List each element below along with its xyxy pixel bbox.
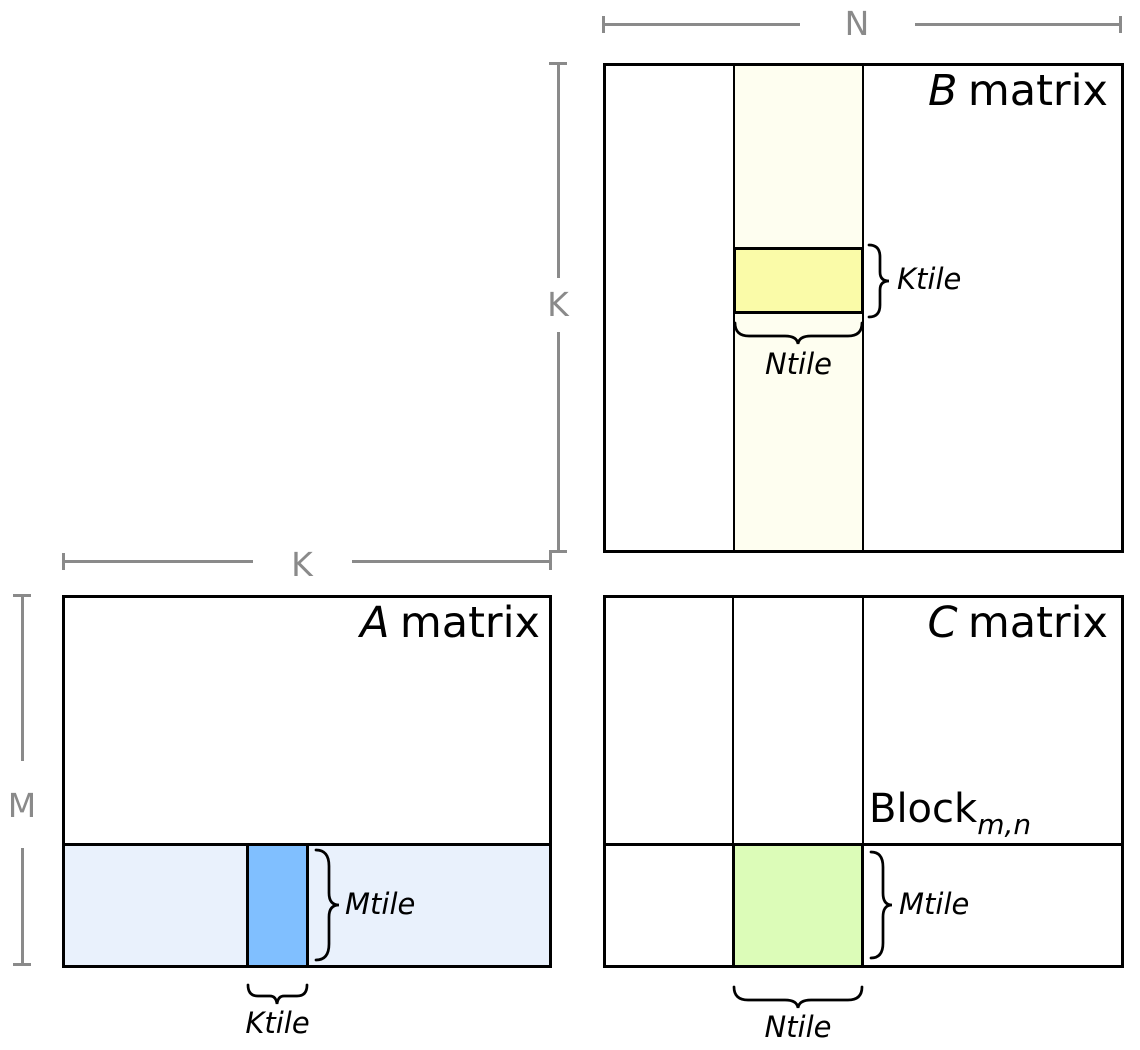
b-ktile-tile: [733, 247, 864, 314]
dim-m-bottom-segment: [21, 848, 24, 966]
c-block-subscript: m,n: [977, 808, 1032, 841]
dim-n-left-segment: [603, 23, 800, 26]
b-matrix-title-word: matrix: [967, 66, 1108, 116]
dim-n-right-tick: [1119, 16, 1122, 33]
dim-m-top-segment: [21, 595, 24, 761]
dim-kb-bottom-tick: [549, 550, 567, 553]
c-ntile-label: Ntile: [764, 1010, 832, 1044]
dim-m-label: M: [7, 786, 37, 825]
dim-n-right-segment: [915, 23, 1122, 26]
dim-ka-left-segment: [63, 560, 253, 563]
dim-ka-right-segment: [352, 560, 552, 563]
c-matrix-title-word: matrix: [967, 598, 1108, 648]
b-ktile-brace-icon: [867, 243, 890, 319]
c-block-tile: [732, 846, 864, 965]
b-ktile-label: Ktile: [897, 262, 962, 296]
c-mtile-label: Mtile: [899, 887, 970, 921]
c-mtile-brace-icon: [869, 850, 893, 960]
c-ntile-underbrace-icon: [732, 985, 864, 1009]
a-mtile-label: Mtile: [345, 887, 416, 921]
a-mtile-brace-icon: [314, 848, 340, 962]
c-column-divider-right: [862, 598, 864, 965]
dim-ka-label: K: [291, 545, 313, 584]
c-matrix-title-var: C: [927, 598, 958, 648]
a-matrix-title-var: A: [360, 598, 390, 648]
b-matrix-title-var: B: [928, 66, 958, 116]
dim-kb-bottom-segment: [557, 332, 560, 553]
c-block-word: Block: [869, 786, 978, 832]
dim-n-label: N: [844, 4, 870, 43]
a-ktile-tile: [246, 843, 309, 968]
c-row-divider: [606, 843, 1121, 846]
c-block-label: Blockm,n: [869, 789, 1031, 839]
c-column-divider-left: [732, 598, 734, 965]
b-ntile-underbrace-icon: [733, 321, 864, 345]
dim-kb-top-segment: [557, 63, 560, 278]
dim-ka-right-tick: [549, 553, 552, 570]
b-ntile-label: Ntile: [764, 347, 833, 381]
a-matrix-title-word: matrix: [399, 598, 540, 648]
a-ktile-underbrace-icon: [246, 983, 309, 1005]
dim-m-bottom-tick: [13, 963, 31, 966]
a-ktile-label: Ktile: [245, 1006, 310, 1040]
dim-kb-label: K: [547, 285, 569, 324]
